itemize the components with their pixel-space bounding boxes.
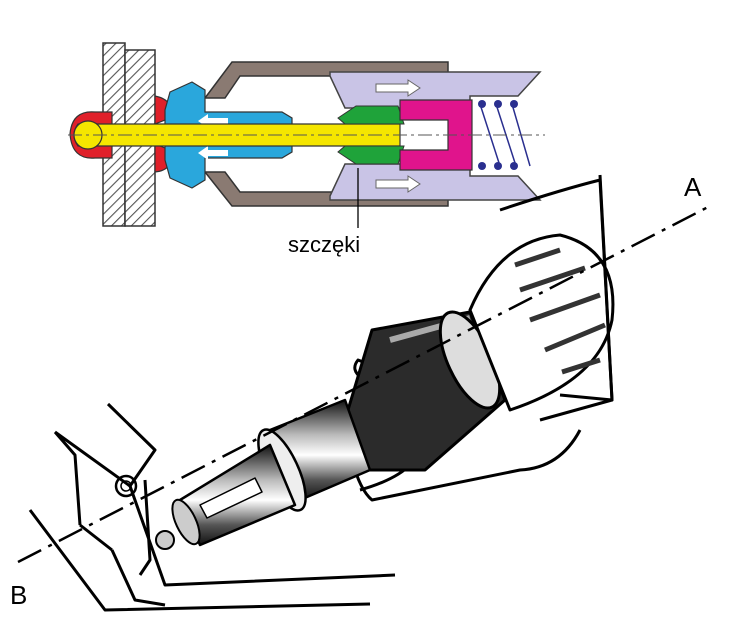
bracket-outline [53,402,396,607]
drill-chuck [468,178,615,422]
jaw-pusher [399,99,473,171]
tool-axis-line [17,203,713,564]
cross-section: szczęki [68,42,545,257]
bracket-hole [114,474,138,498]
bracket-edge [28,509,371,612]
arrow-left-bottom [198,146,228,160]
arrow-right-top [375,79,421,97]
spring-coils [478,100,518,170]
tool-nozzle [155,398,372,550]
axis-label-a: A [684,172,702,202]
tool-illustration [28,174,615,612]
rivet-tip [155,530,175,550]
arrow-right-bottom [375,175,421,193]
jaws-label: szczęki [288,232,360,257]
axis-label-b: B [10,580,27,610]
arm-sleeve [559,174,614,402]
jaws-bottom [337,145,405,165]
